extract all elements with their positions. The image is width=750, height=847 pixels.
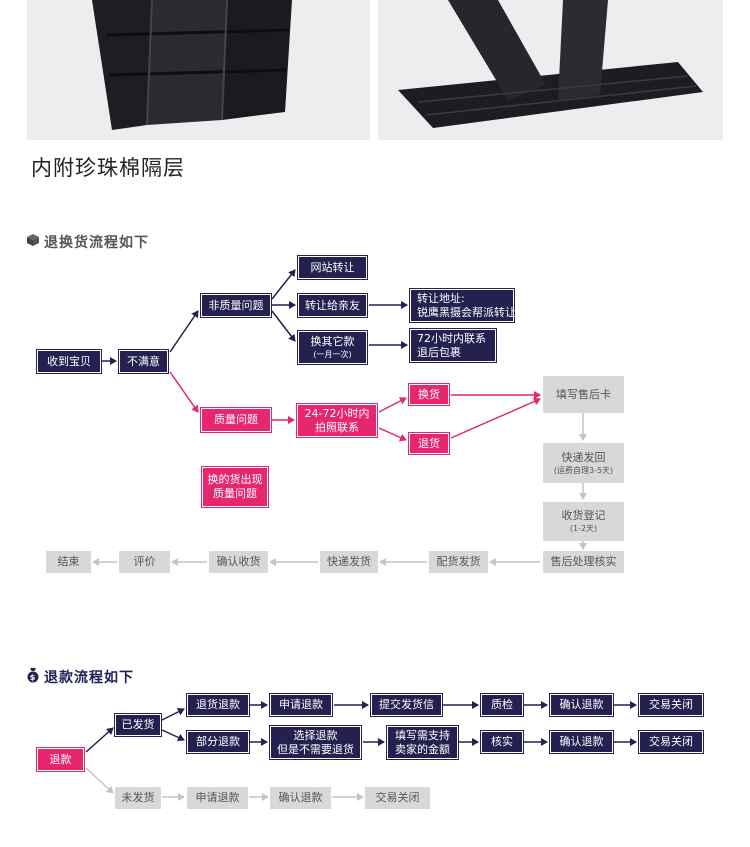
node-confirm-refund-not-shipped: 确认退款 bbox=[270, 787, 331, 809]
node-apply-refund: 申请退款 bbox=[270, 694, 332, 716]
node-exchange-other: 换其它款 (一月一次) bbox=[298, 331, 367, 364]
node-not-shipped: 未发货 bbox=[115, 787, 161, 809]
node-apply-refund-not-shipped: 申请退款 bbox=[187, 787, 248, 809]
exchange-quality-line1: 换的货出现 bbox=[208, 473, 263, 487]
node-photo-contact: 24-72小时内 拍照联系 bbox=[297, 404, 377, 437]
receipt-register-note: (1-2天) bbox=[570, 523, 597, 534]
node-transfer-friends: 转让给亲友 bbox=[298, 294, 367, 317]
node-exchange-quality-issue: 换的货出现 质量问题 bbox=[202, 467, 268, 507]
transfer-address-line1: 转让地址: bbox=[417, 292, 465, 306]
node-received: 收到宝贝 bbox=[37, 350, 101, 373]
exchange-other-note: (一月一次) bbox=[313, 349, 351, 360]
node-site-transfer: 网站转让 bbox=[298, 256, 367, 279]
node-return: 退货 bbox=[409, 433, 449, 454]
express-back-note: (运费自理3-5天) bbox=[554, 465, 613, 476]
photo-contact-line1: 24-72小时内 bbox=[305, 407, 370, 421]
node-express-ship: 快递发货 bbox=[320, 551, 378, 573]
node-aftersale-check: 售后处理核实 bbox=[543, 551, 624, 573]
node-end: 结束 bbox=[46, 551, 91, 573]
node-fill-card: 填写售后卡 bbox=[543, 376, 624, 413]
node-quality-issue: 质量问题 bbox=[201, 408, 271, 432]
fill-amount-line2: 卖家的金额 bbox=[395, 743, 450, 757]
node-ship-goods: 配货发货 bbox=[429, 551, 488, 573]
node-deal-closed-not-shipped: 交易关闭 bbox=[365, 787, 430, 809]
node-refund: 退款 bbox=[37, 748, 84, 771]
node-confirm-refund: 确认退款 bbox=[550, 694, 613, 716]
node-partial-refund: 部分退款 bbox=[187, 731, 249, 753]
node-exchange: 换货 bbox=[409, 384, 449, 405]
node-non-quality-issue: 非质量问题 bbox=[201, 294, 271, 317]
fill-amount-line1: 填写需支持 bbox=[395, 729, 450, 743]
node-confirm-refund-2: 确认退款 bbox=[550, 731, 613, 753]
node-dissatisfied: 不满意 bbox=[119, 350, 168, 373]
node-fill-amount: 填写需支持 卖家的金额 bbox=[387, 726, 458, 759]
node-verify: 核实 bbox=[481, 731, 523, 753]
exchange-other-label: 换其它款 bbox=[311, 335, 355, 349]
node-confirm-receipt: 确认收货 bbox=[209, 551, 268, 573]
node-express-back: 快递发回 (运费自理3-5天) bbox=[543, 443, 624, 483]
node-shipped: 已发货 bbox=[115, 714, 161, 736]
exchange-quality-line2: 质量问题 bbox=[213, 487, 257, 501]
node-submit-return: 提交发货信 bbox=[371, 694, 442, 716]
node-contact-72h: 72小时内联系 退后包裹 bbox=[410, 329, 496, 362]
node-deal-closed: 交易关闭 bbox=[639, 694, 703, 716]
node-receipt-register: 收货登记 (1-2天) bbox=[543, 502, 624, 541]
photo-contact-line2: 拍照联系 bbox=[315, 421, 359, 435]
choose-refund-line2: 但是不需要退货 bbox=[277, 743, 354, 757]
choose-refund-line1: 选择退款 bbox=[294, 729, 338, 743]
transfer-address-line2: 锐鹰黑摄会帮派转让 bbox=[417, 306, 516, 320]
node-quality-check: 质检 bbox=[481, 694, 523, 716]
node-deal-closed-2: 交易关闭 bbox=[639, 731, 703, 753]
node-return-refund: 退货退款 bbox=[187, 694, 249, 716]
express-back-label: 快递发回 bbox=[562, 451, 606, 465]
node-choose-refund: 选择退款 但是不需要退货 bbox=[270, 726, 361, 759]
node-transfer-address: 转让地址: 锐鹰黑摄会帮派转让 bbox=[410, 289, 514, 322]
receipt-register-label: 收货登记 bbox=[562, 509, 606, 523]
contact-72h-line2: 退后包裹 bbox=[417, 346, 461, 360]
node-review: 评价 bbox=[119, 551, 170, 573]
contact-72h-line1: 72小时内联系 bbox=[417, 332, 486, 346]
